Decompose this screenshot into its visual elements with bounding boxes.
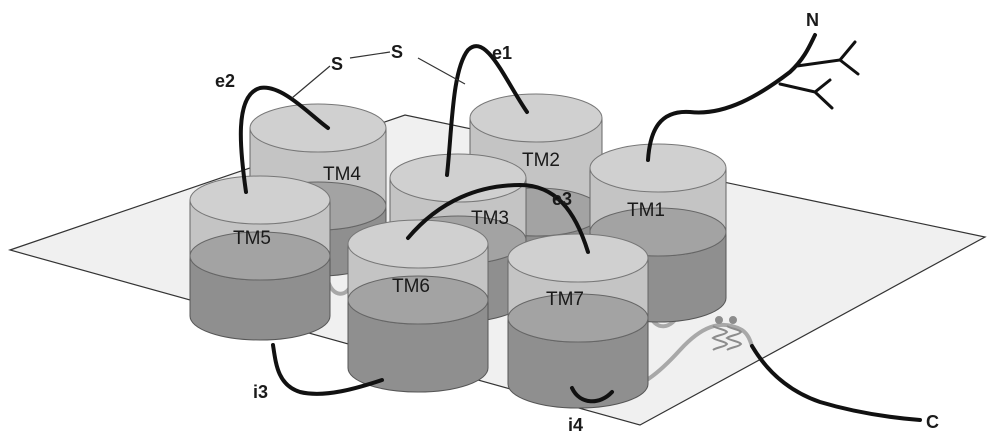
disulfide-bond: [291, 51, 466, 99]
tm6-label: TM6: [392, 276, 430, 297]
i4-label: i4: [568, 415, 583, 435]
tm6-top-cap: [347, 219, 489, 269]
palmitoyl-anchor-icon: [711, 316, 743, 351]
c-terminus-label: C: [926, 412, 939, 432]
tm7-label: TM7: [546, 289, 584, 310]
tm5-top-cap: [189, 175, 331, 225]
glycosylation-branch-icon: [778, 40, 860, 110]
e1-label: e1: [492, 43, 512, 63]
extracellular-loop-e1: [445, 44, 529, 177]
tm7-cylinder: [507, 233, 649, 409]
tm2-label: TM2: [522, 150, 560, 171]
tm3-top-cap: [389, 153, 527, 203]
tm7-lower-body: [507, 317, 649, 409]
e2-label: e2: [215, 71, 235, 91]
tm2-top-cap: [469, 93, 603, 143]
tm4-label: TM4: [323, 164, 361, 185]
tm7-membrane-section: [507, 293, 649, 343]
tm4-top-cap: [249, 103, 387, 153]
tm1-top-cap: [589, 143, 727, 193]
n-terminus-label: N: [806, 10, 819, 30]
intracellular-loop-i4: [570, 386, 614, 404]
tm6-lower-body: [347, 299, 489, 393]
disulfide-s2-label: S: [391, 42, 403, 62]
c-terminal-tail: [750, 344, 922, 422]
tm7-top-cap: [507, 233, 649, 283]
extracellular-loop-e3: [406, 182, 590, 254]
i3-label: i3: [253, 382, 268, 402]
tm3-label: TM3: [471, 208, 509, 229]
tm6-membrane-section: [347, 275, 489, 325]
n-terminal-tail: [646, 33, 817, 162]
disulfide-s1-label: S: [331, 54, 343, 74]
tm5-membrane-section: [189, 231, 331, 281]
tm1-label: TM1: [627, 200, 665, 221]
e3-label: e3: [552, 189, 572, 209]
tm5-cylinder: [189, 175, 331, 341]
intracellular-loop-i3: [271, 343, 384, 396]
extracellular-loop-e2: [238, 85, 330, 194]
tm6-cylinder: [347, 219, 489, 393]
tm5-label: TM5: [233, 228, 271, 249]
